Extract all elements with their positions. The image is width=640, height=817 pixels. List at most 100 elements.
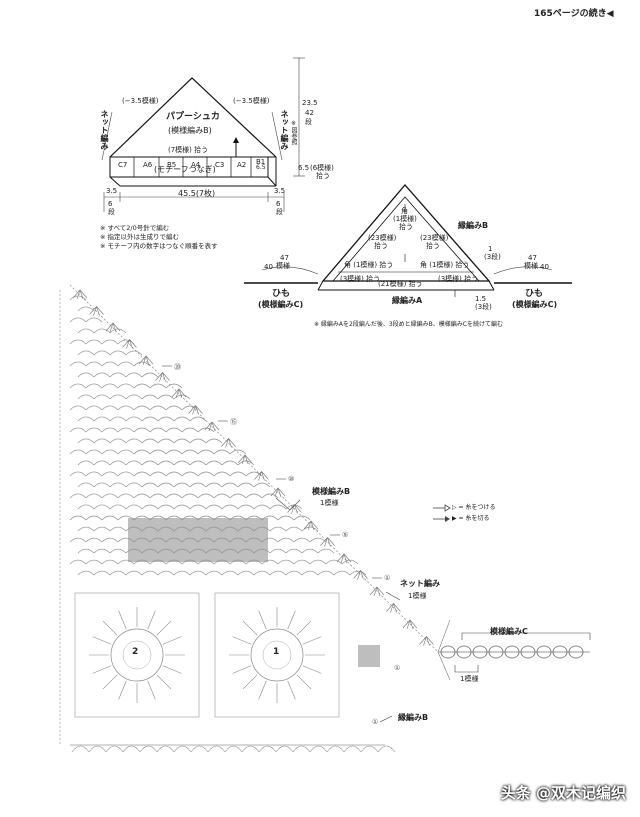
motif-outline bbox=[74, 592, 200, 718]
mesh-arc bbox=[189, 416, 207, 422]
mesh-arc bbox=[213, 515, 231, 521]
edge-fan bbox=[204, 421, 220, 432]
mesh-arc bbox=[85, 449, 103, 455]
mesh-arc bbox=[85, 493, 103, 499]
mesh-arc bbox=[285, 570, 303, 576]
cord-bead bbox=[488, 645, 504, 659]
mesh-arc bbox=[349, 570, 367, 576]
mesh-arc bbox=[117, 537, 135, 543]
mesh-arc bbox=[181, 449, 199, 455]
mesh-arc bbox=[125, 570, 143, 576]
mesh-arc bbox=[133, 559, 151, 565]
bottom-fan bbox=[190, 745, 209, 753]
mesh-arc bbox=[237, 482, 255, 488]
mesh-arc bbox=[341, 559, 359, 565]
mesh-arc bbox=[141, 548, 159, 554]
right-dim-rows: 6 bbox=[276, 200, 281, 208]
mesh-arc bbox=[125, 372, 143, 378]
cord-bead bbox=[440, 645, 456, 659]
mesh-arc bbox=[301, 526, 319, 532]
mesh-arc bbox=[205, 570, 223, 576]
mesh-arc bbox=[277, 559, 295, 565]
mesh-arc bbox=[77, 548, 95, 554]
mesh-arc bbox=[213, 537, 231, 543]
mesh-arc bbox=[245, 559, 263, 565]
height-rows: 42 bbox=[305, 109, 314, 117]
papushka-title: パプーシュカ bbox=[166, 112, 220, 122]
mesh-arc bbox=[77, 328, 95, 334]
edge-fan bbox=[353, 570, 368, 580]
page-continuation: 165ページの続き◀ bbox=[534, 9, 614, 19]
mesh-arc bbox=[261, 559, 279, 565]
mesh-arc bbox=[165, 493, 183, 499]
mesh-arc bbox=[133, 383, 151, 389]
mesh-arc bbox=[173, 526, 191, 532]
bottom-fan bbox=[275, 745, 294, 753]
mesh-arc bbox=[69, 317, 87, 323]
mesh-arc bbox=[125, 416, 143, 422]
mesh-arc bbox=[77, 460, 95, 466]
mesh-arc bbox=[141, 438, 159, 444]
mesh-arc bbox=[189, 482, 207, 488]
mesh-arc bbox=[85, 559, 103, 565]
mesh-arc bbox=[157, 460, 175, 466]
mesh-arc bbox=[77, 482, 95, 488]
himo-left: ひも bbox=[272, 289, 291, 299]
cord-bead bbox=[504, 645, 520, 659]
row-pickup2: 拾う bbox=[316, 172, 330, 180]
bottom-fan bbox=[88, 745, 107, 753]
row-marker-20: ⑳ bbox=[174, 363, 181, 371]
mesh-arc bbox=[117, 559, 135, 565]
mesh-arc bbox=[253, 526, 271, 532]
mesh-arc bbox=[165, 383, 183, 389]
mesh-arc bbox=[269, 548, 287, 554]
mesh-arc bbox=[229, 493, 247, 499]
bottom-fan bbox=[122, 745, 141, 753]
bottom-fan bbox=[309, 745, 328, 753]
cord-right-len: 40 bbox=[540, 263, 549, 271]
mesh-arc bbox=[133, 493, 151, 499]
bottom-fan bbox=[207, 745, 226, 753]
edge-fan bbox=[89, 306, 104, 316]
mesh-arc bbox=[149, 405, 167, 411]
mesh-arc bbox=[149, 537, 167, 543]
low-mid-pick: (21模様) 拾う bbox=[378, 280, 423, 288]
mesh-arc bbox=[229, 471, 247, 477]
edge-fan bbox=[105, 322, 121, 333]
row-marker-10: ⑩ bbox=[288, 475, 295, 483]
mesh-arc bbox=[69, 559, 87, 565]
mesh-arc bbox=[205, 460, 223, 466]
cord-left-unit: 模様 bbox=[276, 262, 290, 270]
mesh-arc bbox=[125, 438, 143, 444]
mesh-arc bbox=[77, 416, 95, 422]
mesh-arc bbox=[253, 504, 271, 510]
mesh-arc bbox=[93, 548, 111, 554]
mesh-arc bbox=[205, 526, 223, 532]
height-unit: 段 bbox=[305, 118, 312, 126]
mesh-arc bbox=[213, 559, 231, 565]
mesh-arc bbox=[85, 383, 103, 389]
motif-petal bbox=[287, 680, 296, 700]
mid-left-corner: 角 (1模様) 拾う bbox=[344, 261, 394, 269]
mesh-arc bbox=[229, 559, 247, 565]
bottom-fan bbox=[71, 745, 90, 753]
edge-fan bbox=[221, 438, 236, 448]
mesh-arc bbox=[237, 504, 255, 510]
mesh-arc bbox=[141, 504, 159, 510]
pickup-label: (7模様) 拾う bbox=[168, 146, 209, 154]
mesh-arc bbox=[197, 515, 215, 521]
mesh-arc bbox=[133, 405, 151, 411]
mesh-arc bbox=[109, 350, 127, 356]
motif-ring bbox=[110, 628, 164, 682]
dim-15: 1.5 bbox=[475, 295, 487, 303]
mesh-arc bbox=[85, 317, 103, 323]
edge-fan bbox=[155, 372, 170, 382]
mesh-arc bbox=[69, 383, 87, 389]
mesh-arc bbox=[269, 526, 287, 532]
small-height-label: 6.5 bbox=[256, 164, 266, 171]
motif-petal bbox=[232, 665, 252, 674]
mesh-arc bbox=[109, 416, 127, 422]
mesh-arc bbox=[93, 460, 111, 466]
motif-b5: B5 bbox=[167, 161, 177, 169]
